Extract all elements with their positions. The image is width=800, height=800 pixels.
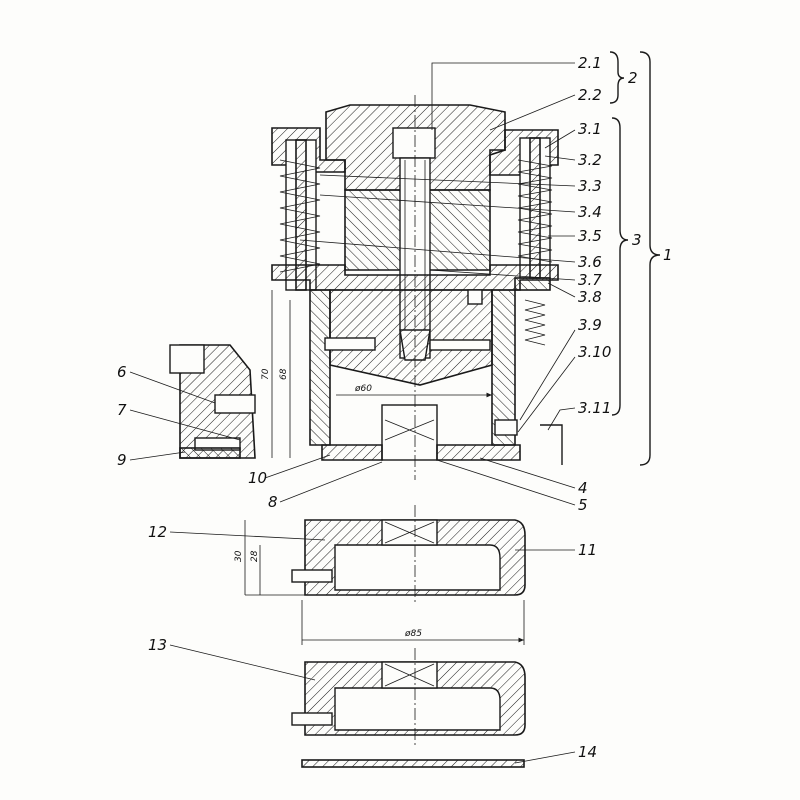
small-pin [467,289,483,305]
label-3-11: 3.11 [578,399,611,417]
label-3-8: 3.8 [578,288,602,306]
key-3-11 [540,424,563,465]
label-5: 5 [578,496,588,514]
base-right [436,444,521,461]
die-punch [329,289,493,386]
label-12: 12 [148,523,167,541]
dim-28: 28 [250,550,260,562]
ring-assembly-13 [291,648,526,745]
ring13-cavity [334,687,501,731]
main-assembly [271,95,559,480]
label-2-1: 2.1 [578,54,602,72]
die-wall-left [309,289,331,446]
label-1: 1 [663,246,673,264]
label-10: 10 [248,469,267,487]
left-spring [279,159,321,273]
label-3-7: 3.7 [578,271,602,289]
left-guide-pin [295,139,307,291]
dimension-lines [244,290,525,645]
lower-spring [524,299,546,346]
spring-seat [514,277,551,291]
pin-right [429,339,491,351]
dim-85: ø85 [404,629,422,639]
left-detail [169,344,256,459]
label-11: 11 [578,541,597,559]
right-guide-pin [529,137,541,279]
dim-30: 30 [234,550,244,562]
label-4: 4 [578,479,588,497]
label-3-6: 3.6 [578,253,602,271]
label-3-2: 3.2 [578,151,602,169]
dim-68: 68 [279,368,289,380]
label-9: 9 [117,451,127,469]
label-3-4: 3.4 [578,203,602,221]
detail-slot [214,394,256,414]
detail-base [179,447,241,459]
pin-left [324,337,376,351]
label-2-2: 2.2 [578,86,602,104]
part-labels: 2.1 2.2 2 3.1 3.2 3.3 3.4 3.5 3.6 3.7 3.… [117,54,673,761]
dim-60: ø60 [354,384,372,394]
label-3-5: 3.5 [578,227,602,245]
screw-3-10 [494,419,518,436]
label-3-9: 3.9 [578,316,602,334]
ring13-pin [291,712,333,726]
center-insert [381,404,438,461]
leader-lines [129,62,576,764]
dimension-labels: 70 68 ø60 30 28 ø85 [234,368,422,639]
dim-70: 70 [261,368,271,380]
label-3: 3 [632,231,642,249]
label-3-3: 3.3 [578,177,602,195]
label-14: 14 [578,743,597,761]
plate-part-14 [301,759,525,768]
bolt-head-bore [392,127,436,159]
label-2: 2 [628,69,638,87]
label-3-1: 3.1 [578,120,602,138]
label-6: 6 [117,363,127,381]
ring-assembly-11-12 [291,505,526,605]
ring-pin [291,569,333,583]
label-8: 8 [268,493,278,511]
ring-inner-cavity [334,544,501,591]
detail-bolt [169,344,205,374]
label-7: 7 [117,401,127,419]
brackets [609,51,661,466]
label-3-10: 3.10 [578,343,611,361]
base-left [321,444,383,461]
label-13: 13 [148,636,167,654]
right-spring [517,159,553,263]
